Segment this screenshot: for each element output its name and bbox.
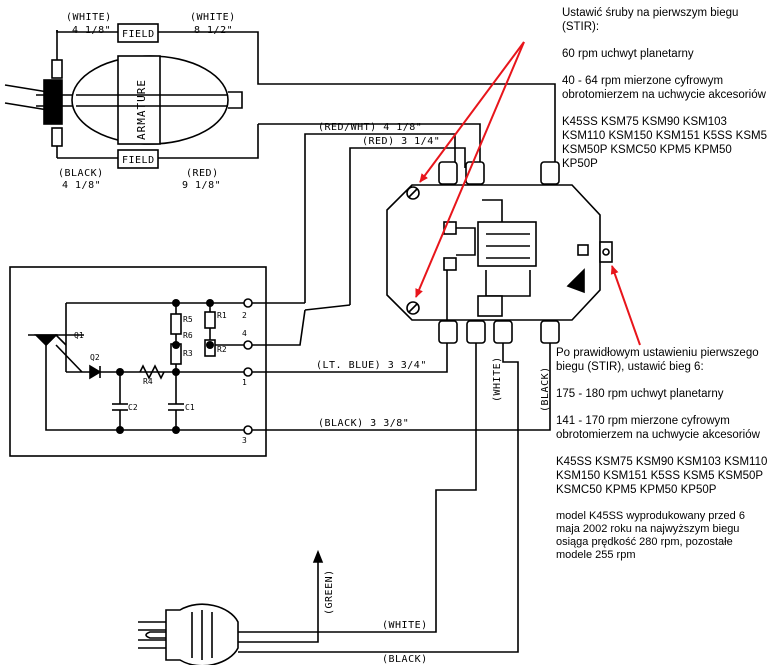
label-terminal-4: 4 <box>242 329 247 338</box>
label-red: (RED) 3 1/4" <box>362 136 440 147</box>
label-black-mid: (BLACK) 3 3/8" <box>318 418 409 429</box>
label-red-wht: (RED/WHT) 4 1/8" <box>318 122 422 133</box>
label-q1: Q1 <box>74 331 84 340</box>
label-black-vertical: (BLACK) <box>540 366 551 412</box>
motor <box>4 23 556 169</box>
label-armature: ARMATURE <box>135 79 148 140</box>
label-black-bottom-left-len: 4 1/8" <box>62 180 101 191</box>
arrow-to-top-screw <box>419 41 525 183</box>
note-first-line2: 40 - 64 rpm mierzone cyfrowym obrotomier… <box>562 75 766 101</box>
label-field-top: FIELD <box>122 29 155 40</box>
arrow-to-side-screw <box>610 265 641 346</box>
label-terminal-2: 2 <box>242 311 247 320</box>
note-first-line1: 60 rpm uchwyt planetarny <box>562 48 694 60</box>
label-red-bottom-len: 9 1/8" <box>182 180 221 191</box>
label-r6: R6 <box>183 331 193 340</box>
note-sixth-models: K45SS KSM75 KSM90 KSM103 KSM110 KSM150 K… <box>556 456 768 496</box>
label-q2: Q2 <box>90 353 100 362</box>
label-r2: R2 <box>217 345 227 354</box>
note-first-title: Ustawić śruby na pierwszym biegu (STIR): <box>562 7 739 33</box>
label-r3: R3 <box>183 349 193 358</box>
label-black-bottom-left: (BLACK) <box>58 168 104 179</box>
label-terminal-3: 3 <box>242 436 247 445</box>
label-lt-blue: (LT. BLUE) 3 3/4" <box>316 360 427 371</box>
speed-control-plate <box>386 161 613 344</box>
label-green: (GREEN) <box>324 569 335 615</box>
note-first-models: K45SS KSM75 KSM90 KSM103 KSM110 KSM150 K… <box>562 116 767 170</box>
power-plug <box>138 603 239 665</box>
label-c2: C2 <box>128 403 138 412</box>
arrow-to-bottom-screw <box>415 41 525 298</box>
label-white-top-right: (WHITE) <box>190 12 236 23</box>
label-field-bottom: FIELD <box>122 155 155 166</box>
label-r1: R1 <box>217 311 227 320</box>
note-sixth-line2: 141 - 170 rpm mierzone cyfrowym obrotomi… <box>556 415 760 441</box>
note-sixth-title: Po prawidłowym ustawieniu pierwszego bie… <box>556 347 759 373</box>
label-c1: C1 <box>185 403 195 412</box>
label-white-plug: (WHITE) <box>382 620 428 631</box>
label-white-vertical: (WHITE) <box>492 356 503 402</box>
note-sixth-speed: Po prawidłowym ustawieniu pierwszego bie… <box>556 346 768 562</box>
note-sixth-footer: model K45SS wyprodukowany przed 6 maja 2… <box>556 510 745 561</box>
note-sixth-line1: 175 - 180 rpm uchwyt planetarny <box>556 388 724 400</box>
label-white-top-right-len: 8 1/2" <box>194 25 233 36</box>
label-red-bottom: (RED) <box>186 168 219 179</box>
label-white-top-left-len: 4 1/8" <box>72 25 111 36</box>
label-terminal-1: 1 <box>242 378 247 387</box>
label-white-top-left: (WHITE) <box>66 12 112 23</box>
label-r5: R5 <box>183 315 193 324</box>
label-black-plug: (BLACK) <box>382 654 428 665</box>
label-r4: R4 <box>143 377 153 386</box>
note-first-speed: Ustawić śruby na pierwszym biegu (STIR):… <box>562 6 767 171</box>
control-board <box>9 266 267 457</box>
